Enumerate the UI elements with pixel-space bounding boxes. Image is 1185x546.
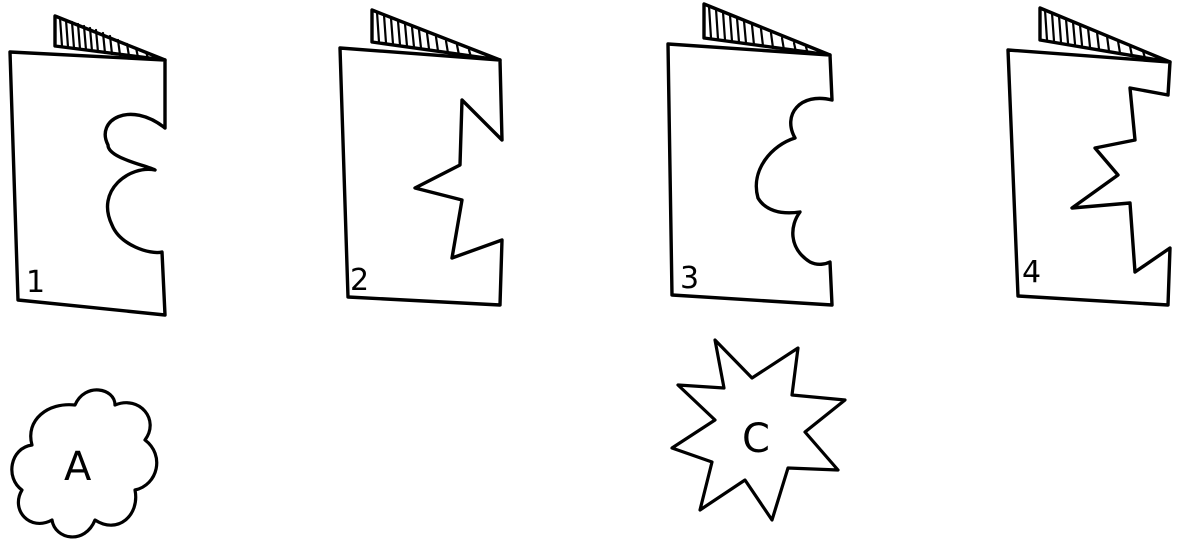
cutout-label: A (64, 444, 92, 490)
paper-label: 3 (680, 261, 699, 296)
paper-label: 1 (26, 265, 45, 300)
cutout-shape-a: A (12, 390, 157, 537)
folded-paper-1: 1 (10, 16, 165, 315)
folded-paper-4: 4 (1008, 8, 1170, 305)
folded-paper-3: 3 (668, 4, 832, 305)
cutout-label: C (742, 416, 770, 462)
paper-label: 2 (350, 263, 369, 298)
cutout-shape-c: C (672, 340, 845, 520)
fold-spine-hatching (55, 16, 165, 60)
folded-paper-2: 2 (340, 10, 502, 305)
paper-label: 4 (1022, 255, 1041, 290)
